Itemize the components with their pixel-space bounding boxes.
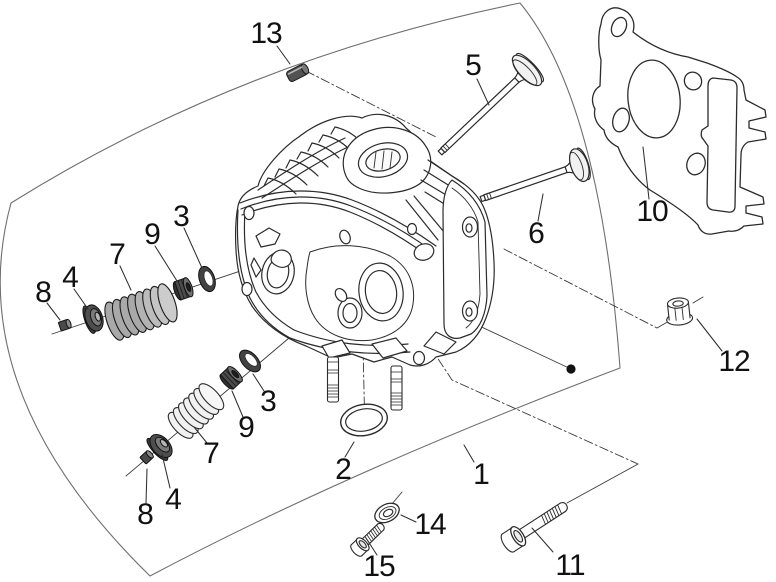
part-label-9-lower: 9 bbox=[238, 411, 255, 444]
gasket-bore-opening bbox=[627, 59, 681, 139]
valve-spring-set-lower bbox=[139, 349, 261, 465]
spring-keeper-lower bbox=[139, 450, 154, 465]
head-studs bbox=[326, 356, 403, 411]
valve-spring-set-upper bbox=[58, 265, 216, 341]
cylinder-head-illustration bbox=[235, 113, 495, 367]
valve-exhaust-illustration bbox=[479, 147, 591, 203]
head-bolt-illustration bbox=[500, 502, 568, 553]
part-label-3-upper: 3 bbox=[173, 200, 190, 233]
cooling-fins bbox=[257, 126, 360, 199]
valve-stem-seal-upper bbox=[172, 277, 194, 301]
part-label-1: 1 bbox=[473, 458, 490, 491]
spring-retainer-upper bbox=[82, 304, 104, 334]
part-label-3-lower: 3 bbox=[260, 385, 277, 418]
part-label-4-lower: 4 bbox=[165, 483, 182, 516]
leader-lines bbox=[46, 45, 723, 556]
part-label-6: 6 bbox=[528, 217, 545, 250]
part-label-8-upper: 8 bbox=[35, 276, 52, 309]
flange-nut-illustration bbox=[666, 297, 694, 326]
spring-seat-upper bbox=[198, 265, 216, 293]
frame-plane bbox=[0, 2, 621, 577]
part-label-7-lower: 7 bbox=[203, 437, 220, 470]
part-label-8-lower: 8 bbox=[137, 498, 154, 531]
part-label-9-upper: 9 bbox=[144, 218, 161, 251]
part-label-15: 15 bbox=[363, 550, 395, 582]
part-label-13: 13 bbox=[250, 17, 282, 50]
part-label-2: 2 bbox=[335, 453, 352, 486]
washer-illustration bbox=[374, 502, 400, 524]
valve-stem-seal-lower bbox=[219, 365, 243, 390]
o-ring-illustration bbox=[340, 403, 388, 437]
gasket-illustration bbox=[591, 7, 767, 235]
part-label-12: 12 bbox=[718, 345, 750, 378]
valve-spring-lower bbox=[167, 383, 225, 439]
part-label-4-upper: 4 bbox=[62, 261, 79, 294]
spring-seat-lower bbox=[239, 349, 261, 373]
part-label-14: 14 bbox=[414, 508, 446, 541]
spring-retainer-lower bbox=[146, 434, 173, 461]
part-label-11: 11 bbox=[555, 549, 585, 582]
part-label-5: 5 bbox=[465, 49, 482, 82]
part-label-7-upper: 7 bbox=[109, 238, 126, 271]
head-silhouette bbox=[235, 113, 495, 367]
combustion-chamber bbox=[305, 245, 415, 342]
spring-keeper-upper bbox=[58, 318, 72, 332]
part-label-10: 10 bbox=[636, 195, 668, 228]
head-right-bracket bbox=[442, 179, 488, 339]
reference-dot bbox=[566, 364, 576, 374]
dowel-pin-illustration bbox=[286, 63, 310, 82]
valve-spring-upper bbox=[104, 283, 178, 341]
valve-intake-illustration bbox=[437, 52, 545, 156]
